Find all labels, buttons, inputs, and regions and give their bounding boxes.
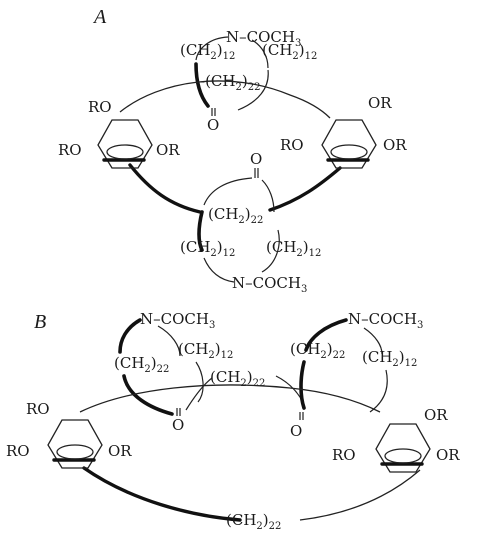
panel-a-or-mid-right: OR [383,136,407,154]
panel-a-carbonyl-o-bottom: O [250,150,262,168]
panel-b-ch2-22-middle: (CH2)22 [210,368,265,389]
panel-a-ro-mid-right: RO [280,136,304,154]
panel-a-ch2-12-left-bottom: (CH2)12 [180,238,235,259]
panel-a-bottom-n-acetyl: N–COCH3 [232,274,307,295]
panel-a-ro-top-left: RO [88,98,112,116]
panel-a-or-left: OR [156,141,180,159]
panel-b-outer-ring-bottom-right [299,469,421,521]
panel-b-left-benzene [47,419,103,469]
panel-a-carbonyl-o-top: O [207,116,219,134]
panel-b-outer-ring-bottom-left [82,466,242,522]
panel-a-ch2-22-top: -(CH2)22 [200,72,260,93]
panel-a-bottom-chain-left-upper [203,177,253,206]
panel-b-ch2-12-right: (CH2)12 [362,348,417,369]
panel-b-ro-top-left: RO [26,400,50,418]
panel-a-top-chain-right-lower [237,69,269,111]
panel-b-ro-mid-left: RO [6,442,30,460]
panel-a-bottom-chain-right-upper [261,179,275,213]
panel-b-right-chain-right-upper [363,327,383,355]
panel-b-o-right: O [290,422,302,440]
panel-b-left-chain-right-upper [157,325,181,357]
panel-b-ch2-12-left: (CH2)12 [178,340,233,361]
panel-b-ch2-22-bottom: (CH2)22 [226,511,281,532]
panel-b-outer-ring-top [79,384,381,413]
panel-b-ch2-22-left: (CH2)22 [114,354,169,375]
panel-b-middle-link-left [185,377,213,411]
panel-a-ch2-12-right-bottom: (CH2)12 [266,238,321,259]
panel-b-left-chain-right-lower [195,361,204,403]
panel-a-top-chain-left-upper [195,36,229,61]
panel-a-label: A [92,6,107,28]
panel-a-left-benzene [97,119,153,169]
panel-a-top-n-acetyl: N–COCH3 [226,28,301,49]
panel-a-bottom-chain-left-bold [197,210,204,252]
panel-a-ro-mid-left: RO [58,141,82,159]
panel-b-left-chain-bold-lower [122,374,174,416]
panel-a-ch2-12-right: (CH2)12 [262,41,317,62]
panel-a-bottom-chain-left-lower [203,257,235,283]
panel-b-label: B [34,311,46,333]
panel-b-right-chain-right-lower [369,369,388,413]
panel-a-outer-ring-bottom-left [128,163,202,214]
panel-b-o-left: O [172,416,184,434]
panel-a-or-top-right: OR [368,94,392,112]
panel-a-right-benzene [321,119,377,169]
panel-a-top-chain-left-bold [194,62,210,108]
panel-b-right-chain-bold-lower [299,360,306,410]
panel-a-outer-ring-bottom-right [268,166,342,212]
panel-a-ch2-22-bottom: (CH2)22 [208,205,263,226]
panel-b-right-benzene [375,423,431,473]
panel-a-ch2-12-left: (CH2)12 [180,41,235,62]
panel-a-outer-ring-top [119,80,331,119]
panel-b-left-chain-bold-top [118,318,142,354]
panel-a-bottom-chain-right-lower [261,229,280,273]
panel-b-or-mid-right: OR [436,446,460,464]
panel-b-or-top-right: OR [424,406,448,424]
panel-b-n-acetyl-right: N–COCH3 [348,310,423,331]
panel-b-ch2-22-right: (CH2)22 [290,340,345,361]
panel-b-or-left: OR [108,442,132,460]
panel-b-right-chain-bold-top [304,318,348,352]
panel-a-top-chain-right-upper [251,39,269,69]
panel-b-ro-mid-right: RO [332,446,356,464]
panel-b-n-acetyl-left: N–COCH3 [140,310,215,331]
